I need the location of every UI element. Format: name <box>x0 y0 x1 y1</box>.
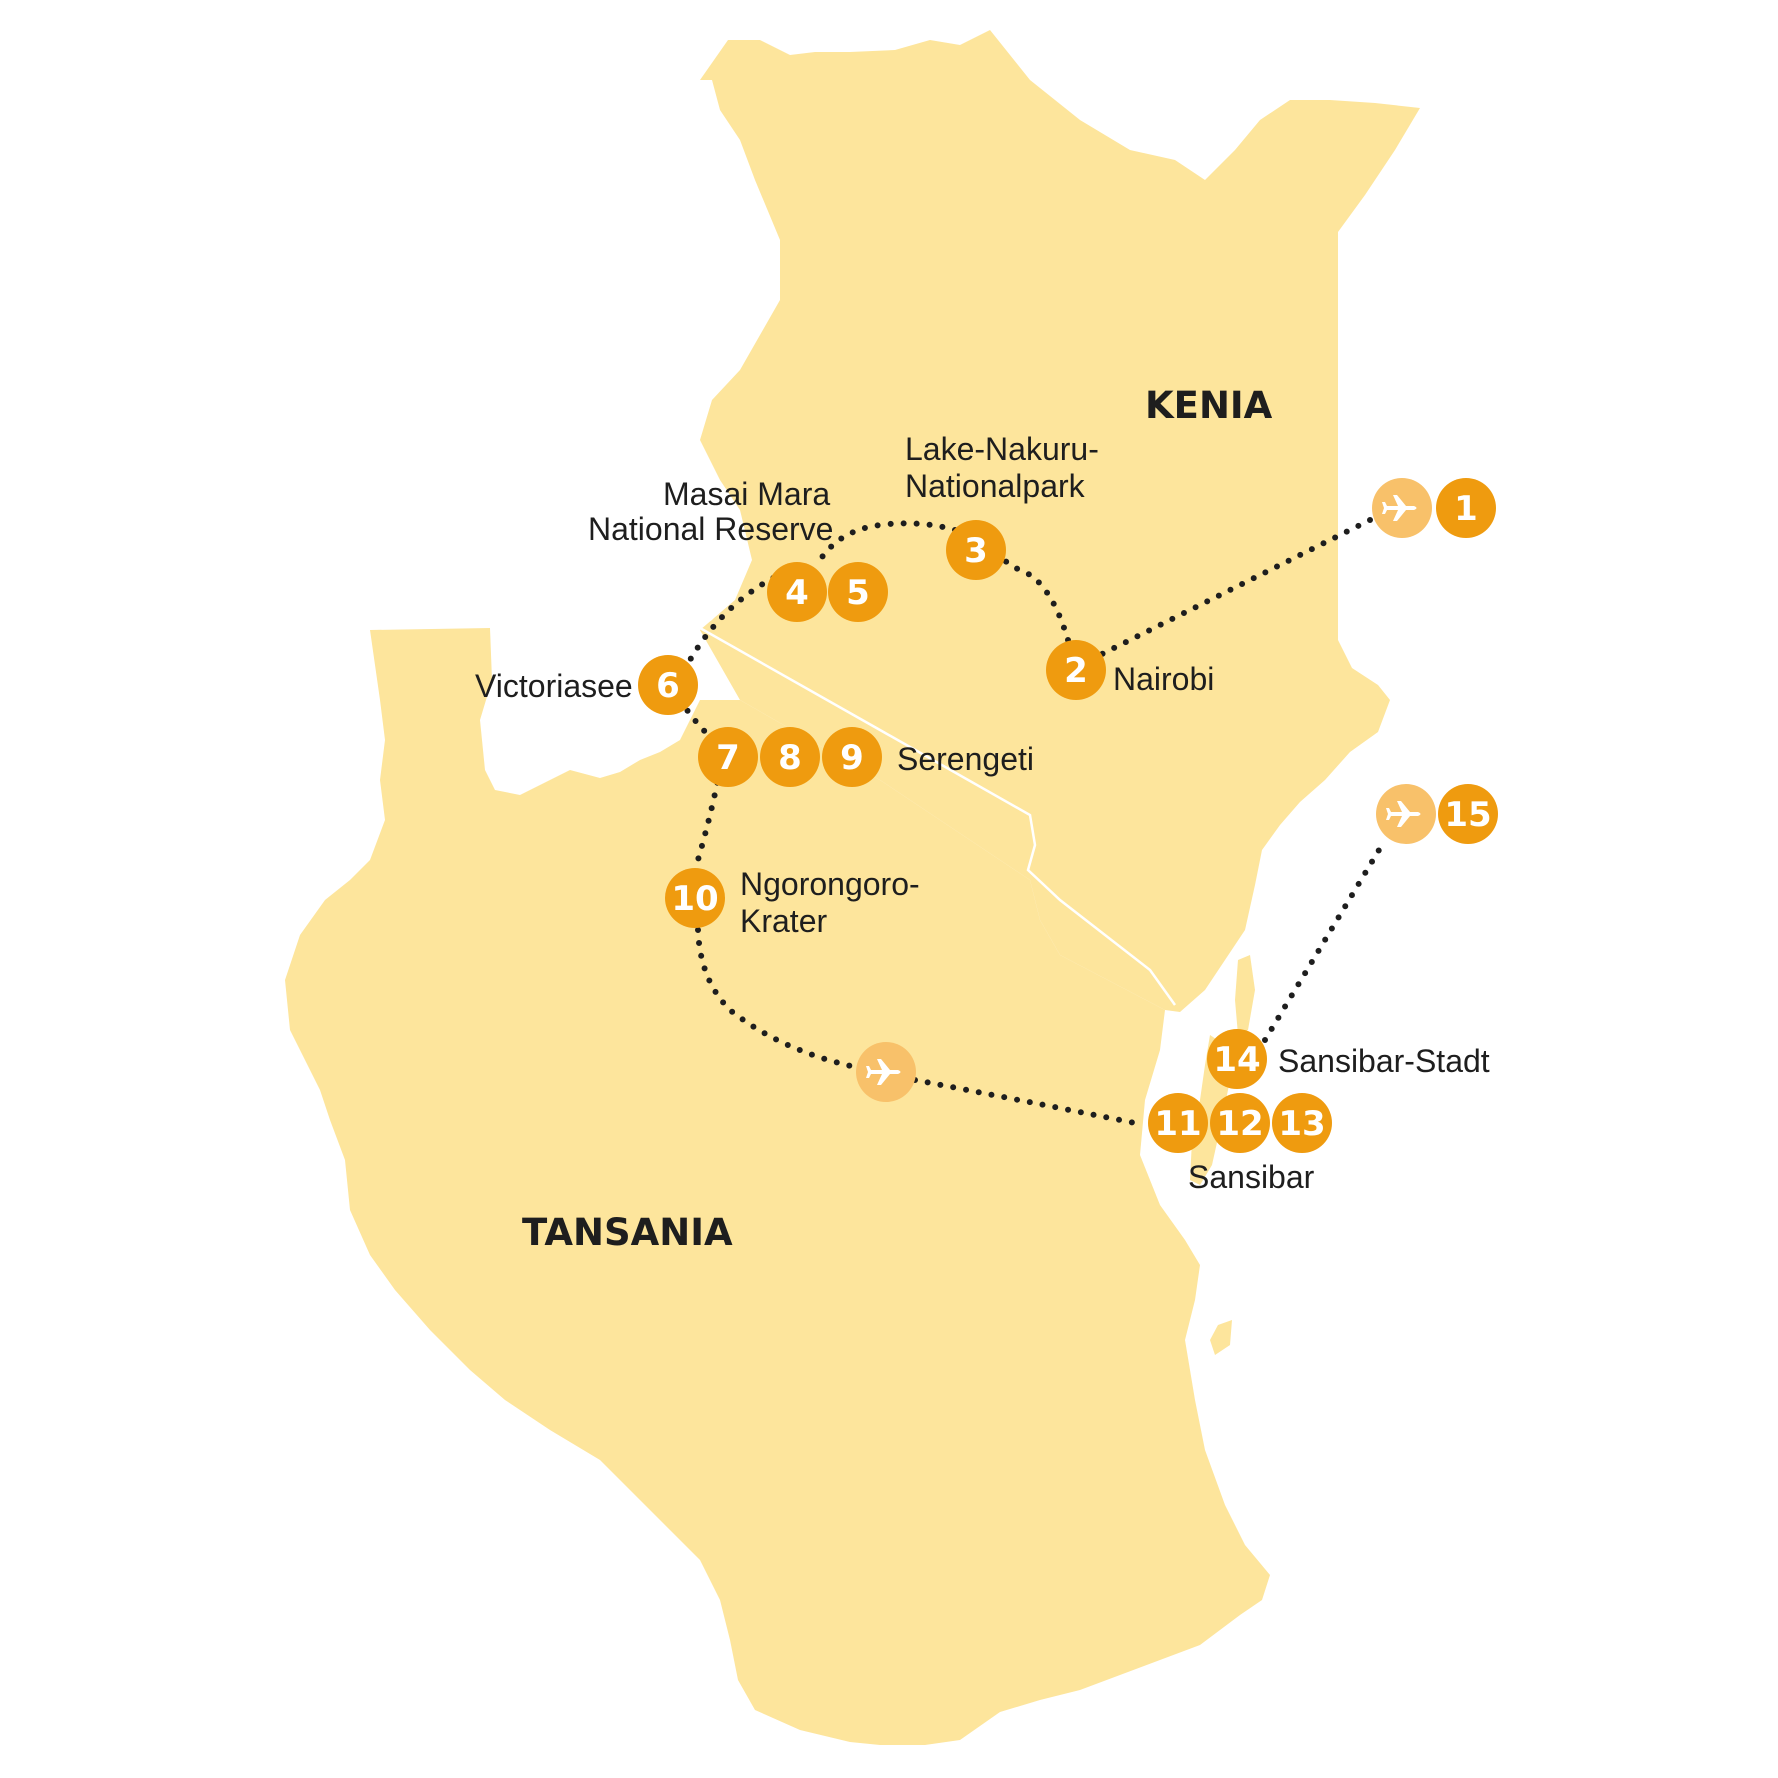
stop-marker-8: 8 <box>760 727 820 787</box>
stop-marker-1: 1 <box>1436 478 1496 538</box>
svg-text:1: 1 <box>1454 489 1478 529</box>
country-label-tanzania: TANSANIA <box>522 1211 733 1254</box>
label-ngorongoro-line2: Krater <box>740 903 827 939</box>
label-serengeti: Serengeti <box>897 741 1034 777</box>
svg-text:9: 9 <box>840 738 864 778</box>
label-masai-line2: National Reserve <box>588 511 833 547</box>
pemba-island <box>1235 955 1255 1035</box>
label-nakuru-line1: Lake-Nakuru- <box>905 431 1099 467</box>
stop-marker-2: 2 <box>1046 640 1106 700</box>
airplane-icon <box>1376 784 1436 844</box>
svg-text:7: 7 <box>716 738 740 778</box>
stop-marker-10: 10 <box>665 868 725 928</box>
svg-text:3: 3 <box>964 531 988 571</box>
svg-text:5: 5 <box>846 573 870 613</box>
stop-marker-14: 14 <box>1207 1029 1267 1089</box>
svg-text:15: 15 <box>1444 795 1491 835</box>
airplane-icon <box>1372 478 1432 538</box>
stop-marker-9: 9 <box>822 727 882 787</box>
stop-marker-6: 6 <box>638 655 698 715</box>
country-border <box>699 626 1177 1006</box>
svg-text:10: 10 <box>671 879 718 919</box>
country-label-kenya: KENIA <box>1145 384 1273 427</box>
stop-marker-12: 12 <box>1210 1093 1270 1153</box>
label-nakuru-line2: Nationalpark <box>905 468 1086 504</box>
label-victoriasee: Victoriasee <box>475 668 633 704</box>
svg-text:6: 6 <box>656 666 680 706</box>
label-sansibar-stadt: Sansibar-Stadt <box>1278 1043 1490 1079</box>
label-nairobi: Nairobi <box>1113 661 1214 697</box>
svg-text:11: 11 <box>1154 1104 1201 1144</box>
stop-marker-13: 13 <box>1272 1093 1332 1153</box>
mafia-island <box>1210 1320 1232 1355</box>
stop-marker-3: 3 <box>946 520 1006 580</box>
airplane-icon <box>856 1042 916 1102</box>
stop-marker-15: 15 <box>1438 784 1498 844</box>
label-masai-line1: Masai Mara <box>663 476 830 512</box>
svg-text:12: 12 <box>1216 1104 1263 1144</box>
svg-text:8: 8 <box>778 738 802 778</box>
tanzania-shape <box>285 628 1270 1745</box>
stop-marker-4: 4 <box>767 562 827 622</box>
label-ngorongoro-line1: Ngorongoro- <box>740 866 920 902</box>
label-sansibar: Sansibar <box>1188 1159 1315 1195</box>
stop-marker-7: 7 <box>698 727 758 787</box>
stop-marker-11: 11 <box>1148 1093 1208 1153</box>
svg-text:4: 4 <box>785 573 809 613</box>
stop-marker-5: 5 <box>828 562 888 622</box>
svg-text:13: 13 <box>1278 1104 1325 1144</box>
svg-text:2: 2 <box>1064 651 1088 691</box>
svg-text:14: 14 <box>1213 1040 1260 1080</box>
